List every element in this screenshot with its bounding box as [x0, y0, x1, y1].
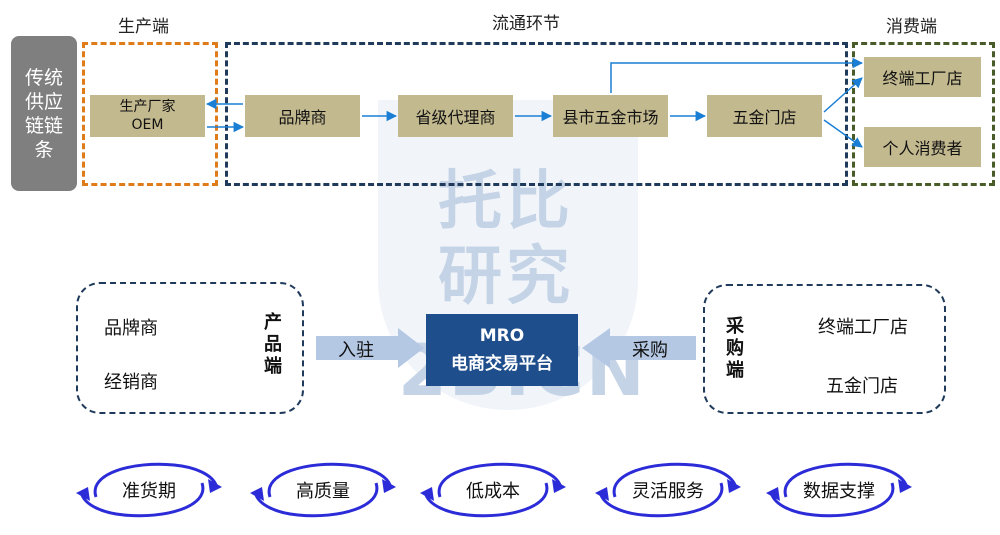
cycle-arc-bottom — [599, 482, 724, 518]
arrow-market-to-factory — [610, 57, 864, 93]
cycle-arrowhead-right — [898, 479, 912, 493]
purchase-side-box — [703, 284, 946, 414]
oem-label: OEM — [131, 117, 164, 133]
cycle-arrows-icon — [250, 462, 396, 518]
join-arrow — [316, 328, 424, 368]
product-side-label: 产品端 — [264, 312, 282, 377]
manufacturer-label: 生产厂家 — [119, 99, 176, 115]
product-item-distributor: 经销商 — [104, 372, 158, 393]
cycle-arrowhead-right — [552, 479, 566, 493]
provincial-agent-box: 省级代理商 — [398, 95, 513, 137]
advantage-delivery: 准货期 — [74, 455, 224, 525]
advantage-cost: 低成本 — [418, 455, 568, 525]
purchase-side-label: 采购端 — [726, 316, 744, 381]
hardware-store-box: 五金门店 — [707, 95, 822, 137]
brand-box: 品牌商 — [245, 95, 360, 137]
purchase-item-store: 五金门店 — [826, 376, 898, 397]
flow-arrows — [205, 57, 864, 148]
cycle-arrowhead-left — [420, 487, 434, 501]
advantage-delivery-label: 准货期 — [122, 481, 176, 502]
product-item-brand: 品牌商 — [104, 318, 158, 339]
purchase-arrow — [582, 328, 696, 368]
cycle-arc-bottom — [80, 482, 205, 518]
purchase-label: 采购 — [632, 340, 668, 361]
mro-subtitle: 电商交易平台 — [451, 354, 553, 374]
section-consumption-title: 消费端 — [886, 17, 937, 37]
cycle-arrowhead-left — [766, 487, 780, 501]
cycle-arc-top — [267, 462, 392, 498]
product-side-box — [76, 282, 304, 414]
cycle-arrowhead-right — [208, 479, 222, 493]
cycle-arc-bottom — [424, 482, 549, 518]
cycle-arrowhead-left — [76, 487, 90, 501]
watermark-line1: 托比 — [438, 165, 574, 239]
county-market-box: 县市五金市场 — [553, 95, 668, 137]
advantage-service-label: 灵活服务 — [632, 481, 704, 502]
production-frame — [82, 42, 218, 186]
arrow-store-to-factory — [823, 77, 863, 113]
advantage-data-label: 数据支撑 — [803, 481, 875, 502]
mro-title: MRO — [479, 326, 525, 346]
individual-box: 个人消费者 — [864, 127, 981, 167]
cycle-arc-bottom — [254, 482, 379, 518]
cycle-arc-top — [783, 462, 908, 498]
advantage-cost-label: 低成本 — [466, 481, 520, 502]
cycle-arrowhead-right — [727, 479, 741, 493]
advantage-service: 灵活服务 — [593, 455, 743, 525]
watermark-line2: 研究 — [438, 240, 574, 314]
cycle-arc-top — [612, 462, 737, 498]
arrow-store-to-individual — [823, 119, 863, 148]
manufacturer-box: 生产厂家 OEM — [90, 95, 205, 137]
cycle-arrowhead-right — [382, 479, 396, 493]
section-production-title: 生产端 — [118, 17, 169, 37]
end-factory-box: 终端工厂店 — [864, 57, 981, 97]
advantage-quality-label: 高质量 — [296, 481, 350, 502]
cycle-arrows-icon — [595, 462, 741, 518]
section-circulation-title: 流通环节 — [492, 14, 560, 34]
consumption-frame — [852, 42, 995, 186]
traditional-chain-label: 传统供应链链条 — [11, 36, 77, 191]
advantage-data: 数据支撑 — [764, 455, 914, 525]
cycle-arc-top — [437, 462, 562, 498]
purchase-item-factory: 终端工厂店 — [818, 317, 908, 338]
join-label: 入驻 — [338, 340, 374, 361]
cycle-arrowhead-left — [595, 487, 609, 501]
cycle-arrows-icon — [420, 462, 566, 518]
cycle-arrowhead-left — [250, 487, 264, 501]
circulation-frame — [225, 42, 848, 186]
cycle-arc-top — [93, 462, 218, 498]
advantage-quality: 高质量 — [248, 455, 398, 525]
mro-platform-box: MRO 电商交易平台 — [426, 314, 578, 386]
cycle-arrows-icon — [76, 462, 222, 518]
cycle-arrows-icon — [766, 462, 912, 518]
cycle-arc-bottom — [770, 482, 895, 518]
